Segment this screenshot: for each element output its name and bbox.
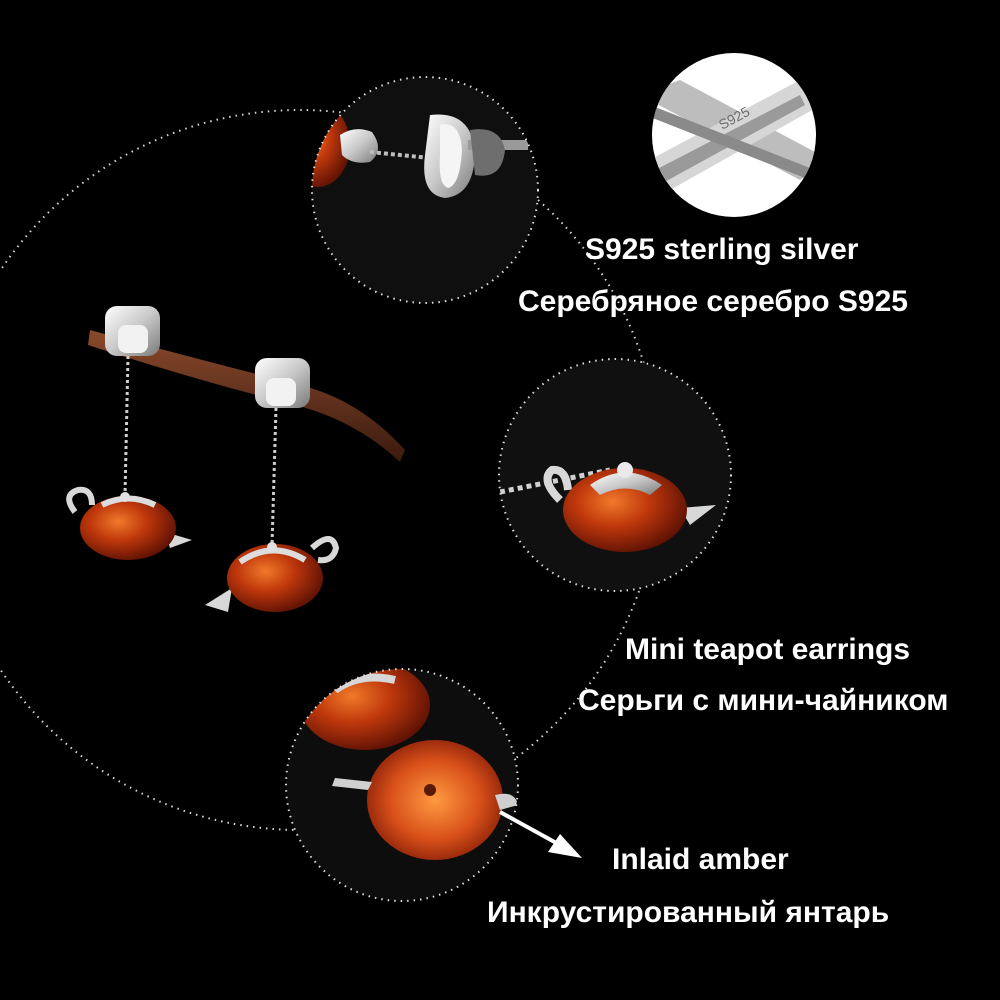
callout-2-title-ru: Серьги с мини-чайником	[578, 684, 949, 717]
callout-3-title-en: Inlaid amber	[612, 843, 789, 876]
callout-1-title-en: S925 sterling silver	[585, 233, 859, 266]
callout-1-title-ru: Серебряное серебро S925	[518, 285, 908, 318]
earrings-on-branch	[66, 306, 405, 612]
silver-stamp-closeup: S925	[652, 53, 816, 217]
callout-2-title-en: Mini teapot earrings	[625, 633, 911, 666]
stud-closeup	[311, 76, 539, 304]
callout-3-title-ru: Инкрустированный янтарь	[487, 896, 890, 929]
amber-closeup	[285, 668, 519, 902]
teapot-closeup	[498, 358, 732, 592]
arrow-icon	[499, 810, 582, 858]
